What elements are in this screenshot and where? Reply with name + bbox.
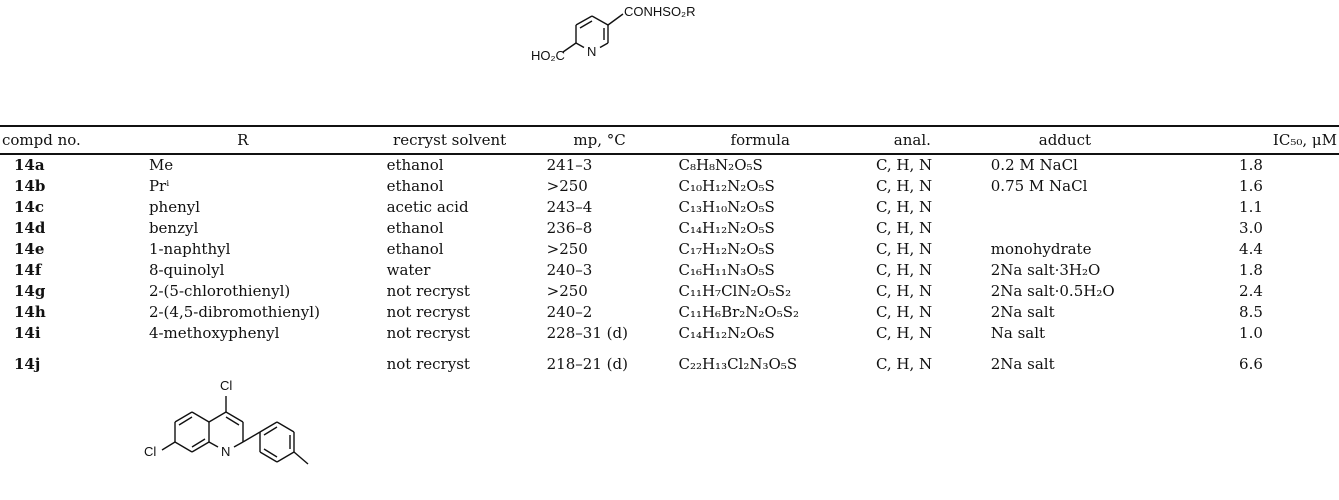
table-row: 14j not recryst 218–21 (d) C₂₂H₁₃Cl₂N₃O₅… bbox=[14, 354, 1263, 373]
compound-table: compd no. R recryst solvent mp, °C formu… bbox=[0, 126, 1339, 381]
table-row: 14h 2-(4,5-dibromothienyl) not recryst 2… bbox=[14, 303, 1263, 321]
table-row: 14d benzyl ethanol 236–8 C₁₄H₁₂N₂O₅S C, … bbox=[14, 219, 1263, 237]
table-row: 14i 4-methoxyphenyl not recryst 228–31 (… bbox=[14, 324, 1263, 342]
table-top-rule bbox=[0, 125, 1339, 127]
header-adduct: adduct bbox=[1038, 130, 1092, 149]
substituent-label: CONHSO₂R bbox=[624, 4, 696, 19]
table-row: 14g 2-(5-chlorothienyl) not recryst >250… bbox=[14, 282, 1263, 300]
header-r: R bbox=[237, 130, 249, 149]
table-row: 14f 8-quinolyl water 240–3 C₁₆H₁₁N₃O₅S C… bbox=[14, 261, 1263, 279]
ring-nitrogen-label: N bbox=[587, 44, 596, 59]
table-row: 14b Prⁱ ethanol >250 C₁₀H₁₂N₂O₅S C, H, N… bbox=[14, 177, 1263, 195]
carboxyl-label: HO₂C bbox=[531, 48, 565, 63]
table-row: 14a Me ethanol 241–3 C₈H₈N₂O₅S C, H, N 0… bbox=[14, 156, 1263, 174]
quinoline-structure: Cl Cl N bbox=[144, 378, 309, 465]
header-compd-no: compd no. bbox=[2, 130, 81, 149]
table-header-row: compd no. R recryst solvent mp, °C formu… bbox=[0, 126, 1339, 154]
header-solvent: recryst solvent bbox=[393, 130, 507, 149]
header-ic50: IC₅₀, μM bbox=[1272, 130, 1337, 149]
chloro-top-label: Cl bbox=[220, 378, 232, 393]
table-row: 14c phenyl acetic acid 243–4 C₁₃H₁₀N₂O₅S… bbox=[14, 198, 1263, 216]
table-row: 14e 1-naphthyl ethanol >250 C₁₇H₁₂N₂O₅S … bbox=[14, 240, 1263, 258]
header-anal: anal. bbox=[893, 130, 931, 149]
chloro-left-label: Cl bbox=[144, 444, 156, 459]
pyridine-structure: CONHSO₂R HO₂C N bbox=[531, 4, 696, 63]
header-formula: formula bbox=[730, 130, 790, 149]
table-header-rule bbox=[0, 153, 1339, 155]
ring-nitrogen-label: N bbox=[221, 444, 230, 459]
header-mp: mp, °C bbox=[573, 130, 626, 149]
